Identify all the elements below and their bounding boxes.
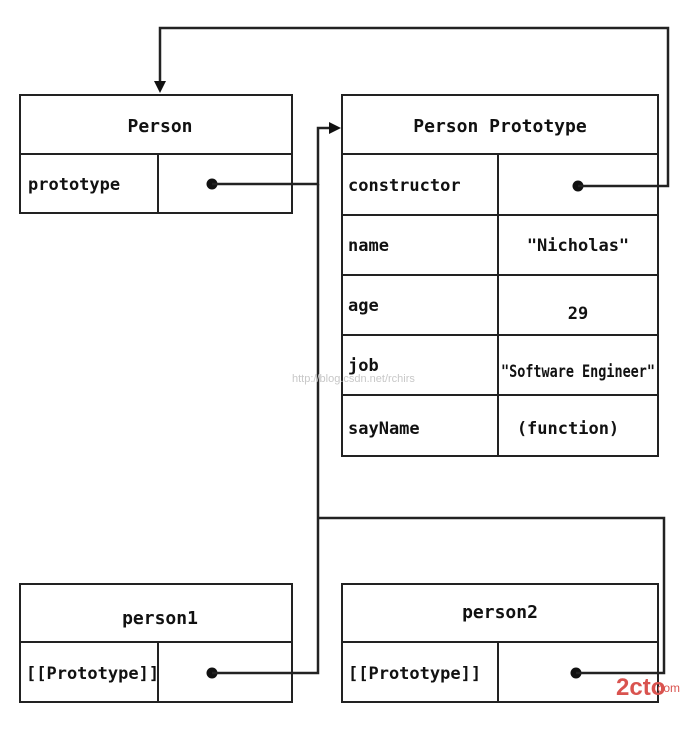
person1-title: person1 bbox=[122, 608, 198, 629]
prototype-to-person-prototype-arrow bbox=[212, 122, 341, 186]
constructor-key: constructor bbox=[348, 176, 461, 196]
person-title: Person bbox=[127, 116, 192, 137]
person2-title: person2 bbox=[462, 602, 538, 623]
person1-prototype-link bbox=[212, 184, 320, 675]
constructor-to-person-arrow bbox=[154, 26, 670, 188]
person-prototype-label: prototype bbox=[28, 175, 120, 195]
person2-prototype-link bbox=[318, 516, 666, 675]
person-prototype-box: Person Prototype constructor name "Nicho… bbox=[341, 94, 659, 457]
person-box: Person prototype bbox=[19, 94, 293, 214]
person1-prototype-label: [[Prototype]] bbox=[26, 664, 159, 684]
age-value: 29 bbox=[568, 304, 588, 324]
age-key: age bbox=[348, 296, 379, 316]
sayname-value: (function) bbox=[517, 419, 619, 439]
site-logo: 2cto .com bbox=[616, 674, 680, 701]
person-prototype-title: Person Prototype bbox=[413, 116, 587, 137]
job-key: job bbox=[348, 356, 379, 376]
watermark-text: http://blog.csdn.net/rchirs bbox=[292, 373, 415, 385]
name-key: name bbox=[348, 236, 389, 256]
logo-sub-text: .com bbox=[654, 681, 680, 695]
person1-box: person1 [[Prototype]] bbox=[19, 583, 293, 703]
job-value: "Software Engineer" bbox=[501, 362, 655, 382]
person2-prototype-label: [[Prototype]] bbox=[348, 664, 481, 684]
name-value: "Nicholas" bbox=[527, 236, 629, 256]
logo-main-text: 2cto bbox=[616, 674, 665, 701]
person2-box: person2 [[Prototype]] bbox=[341, 583, 659, 703]
sayname-key: sayName bbox=[348, 419, 420, 439]
